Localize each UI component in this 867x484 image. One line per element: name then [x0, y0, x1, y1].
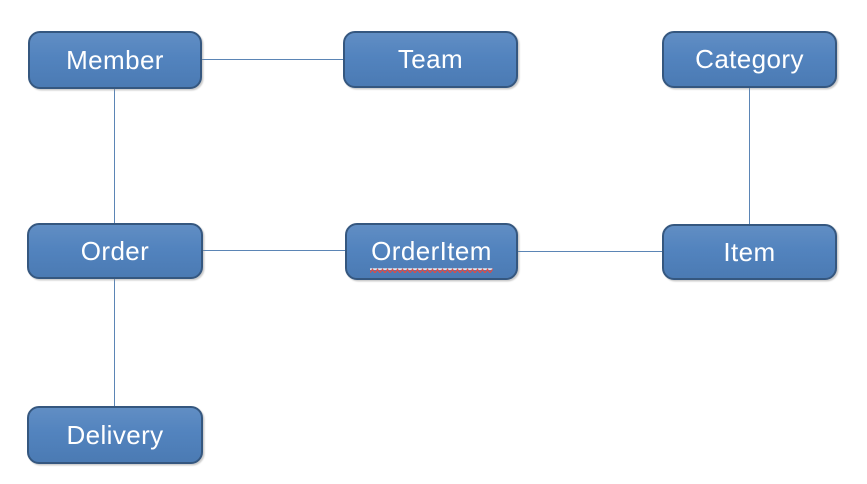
connector-order-delivery [114, 279, 116, 406]
connector-category-item [749, 88, 751, 224]
node-delivery[interactable]: Delivery [27, 406, 203, 464]
node-delivery-label: Delivery [66, 419, 164, 450]
node-orderitem[interactable]: OrderItem [345, 223, 518, 280]
node-category[interactable]: Category [662, 31, 837, 88]
node-item[interactable]: Item [662, 224, 837, 280]
node-orderitem-label: OrderItem [371, 236, 492, 267]
spellcheck-squiggle-icon [370, 267, 493, 274]
node-order[interactable]: Order [27, 223, 203, 279]
node-category-label: Category [695, 44, 804, 74]
connector-member-order [114, 89, 116, 223]
connector-order-orderitem [203, 250, 345, 252]
node-orderitem-label-wrap: OrderItem [370, 236, 493, 274]
node-team[interactable]: Team [343, 31, 518, 88]
node-member[interactable]: Member [28, 31, 202, 89]
node-order-label: Order [80, 235, 150, 266]
node-member-label: Member [66, 44, 164, 75]
node-team-label: Team [397, 44, 464, 74]
connector-member-team [202, 59, 343, 61]
node-item-label: Item [723, 236, 776, 267]
connector-orderitem-item [518, 251, 662, 253]
